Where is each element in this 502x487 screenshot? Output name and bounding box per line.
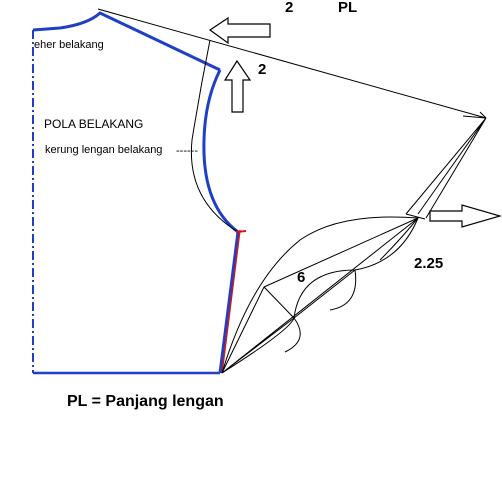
sleeve-cap-lines [405,111,487,219]
curve-depth-label: 6 [297,269,306,286]
legend-label: PL = Panjang lengan [67,393,224,410]
arrow-left-icon [208,16,271,45]
side-seam-red [221,229,241,374]
curve-offset-label: 2.25 [414,255,444,272]
neck-shoulder-line [32,11,221,72]
armhole-pointer: ------ [176,145,198,157]
top-measure-label: 2 [285,0,294,16]
back-pattern-label: POLA BELAKANG [44,117,144,131]
back-armhole-label: kerung lengan belakang [45,144,163,156]
up-measure-label: 2 [258,61,267,78]
arrow-up-icon [223,59,252,113]
sleeve-top-line [97,8,487,119]
seam-notch [235,230,247,233]
neck-back-label: eher belakang [34,39,104,51]
sleeve-construction-lines [221,217,419,374]
top-pl-label: PL [338,0,358,16]
sleeve-bulges [284,217,419,353]
arrow-right-icon [429,204,502,228]
armhole-curve-original [190,39,239,233]
wrist-line [405,213,426,220]
armhole-curve-blue [202,69,239,234]
side-seam-line [218,231,240,374]
